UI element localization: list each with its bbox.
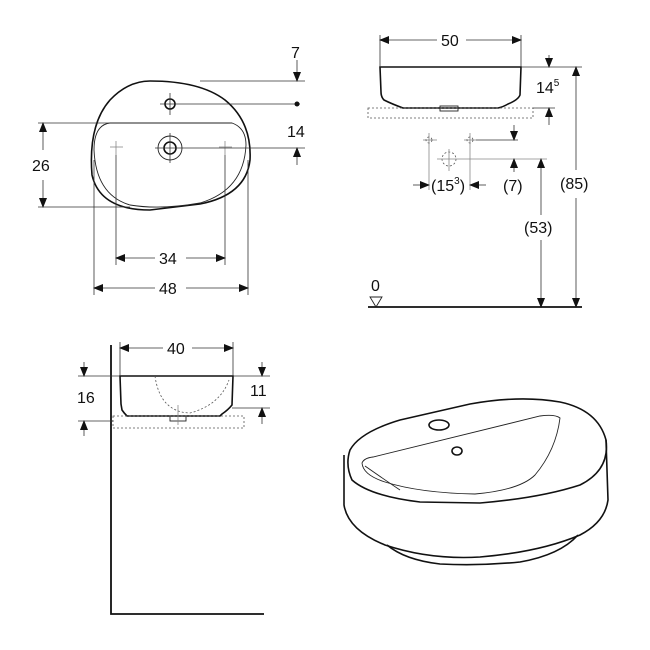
waste-outlet	[439, 105, 459, 112]
dim-rim-height: (85)	[560, 176, 588, 193]
tap-hole	[160, 93, 180, 115]
dim-width: 50	[441, 33, 459, 50]
dim-overall-width: 48	[159, 281, 177, 298]
side-view: 40 16 11	[77, 341, 270, 615]
bowl-inner-top	[93, 122, 247, 208]
dim-waste-height: (53)	[524, 220, 552, 237]
dim-basin-height: 145	[536, 78, 560, 97]
floor-level-label: 0	[371, 278, 380, 295]
dim-depth: 40	[167, 341, 185, 358]
floor-level-marker	[369, 296, 383, 308]
dim-waste-offset: (153)	[431, 176, 465, 195]
drain	[155, 133, 185, 163]
bowl-hidden-line	[154, 375, 230, 414]
dim-bowl-height: 11	[250, 383, 267, 400]
countertop-side	[112, 415, 245, 429]
basin-base-3d	[386, 534, 579, 566]
front-view: 50 145 (153) (7) (53) (85) 0	[367, 33, 588, 308]
top-view: 7 14 26 34 48	[32, 45, 305, 298]
bowl-edge-3d	[364, 465, 401, 491]
drain-3d	[451, 446, 463, 456]
wall-line	[110, 345, 264, 615]
dim-bowl-depth: 26	[32, 158, 50, 175]
dim-fixing-spacing: 34	[159, 251, 177, 268]
fixing-point-left	[110, 141, 123, 155]
basin-rim-3d	[347, 398, 608, 504]
dim-tap-to-drain: 14	[287, 124, 305, 141]
bowl-inner-3d	[361, 414, 561, 495]
tap-hole-3d	[428, 419, 450, 431]
basin-outline-top	[90, 80, 251, 211]
perspective-view	[343, 398, 609, 566]
countertop-outline	[367, 107, 534, 119]
basin-outline-side	[119, 375, 234, 417]
waste-point	[437, 149, 547, 171]
basin-body-3d	[343, 439, 609, 559]
supply-point-left	[423, 133, 437, 190]
dim-total-height: 16	[77, 390, 95, 407]
dim-waste-drop: (7)	[503, 178, 523, 195]
basin-outline-front	[379, 66, 522, 109]
dim-top-offset: 7	[291, 45, 300, 62]
